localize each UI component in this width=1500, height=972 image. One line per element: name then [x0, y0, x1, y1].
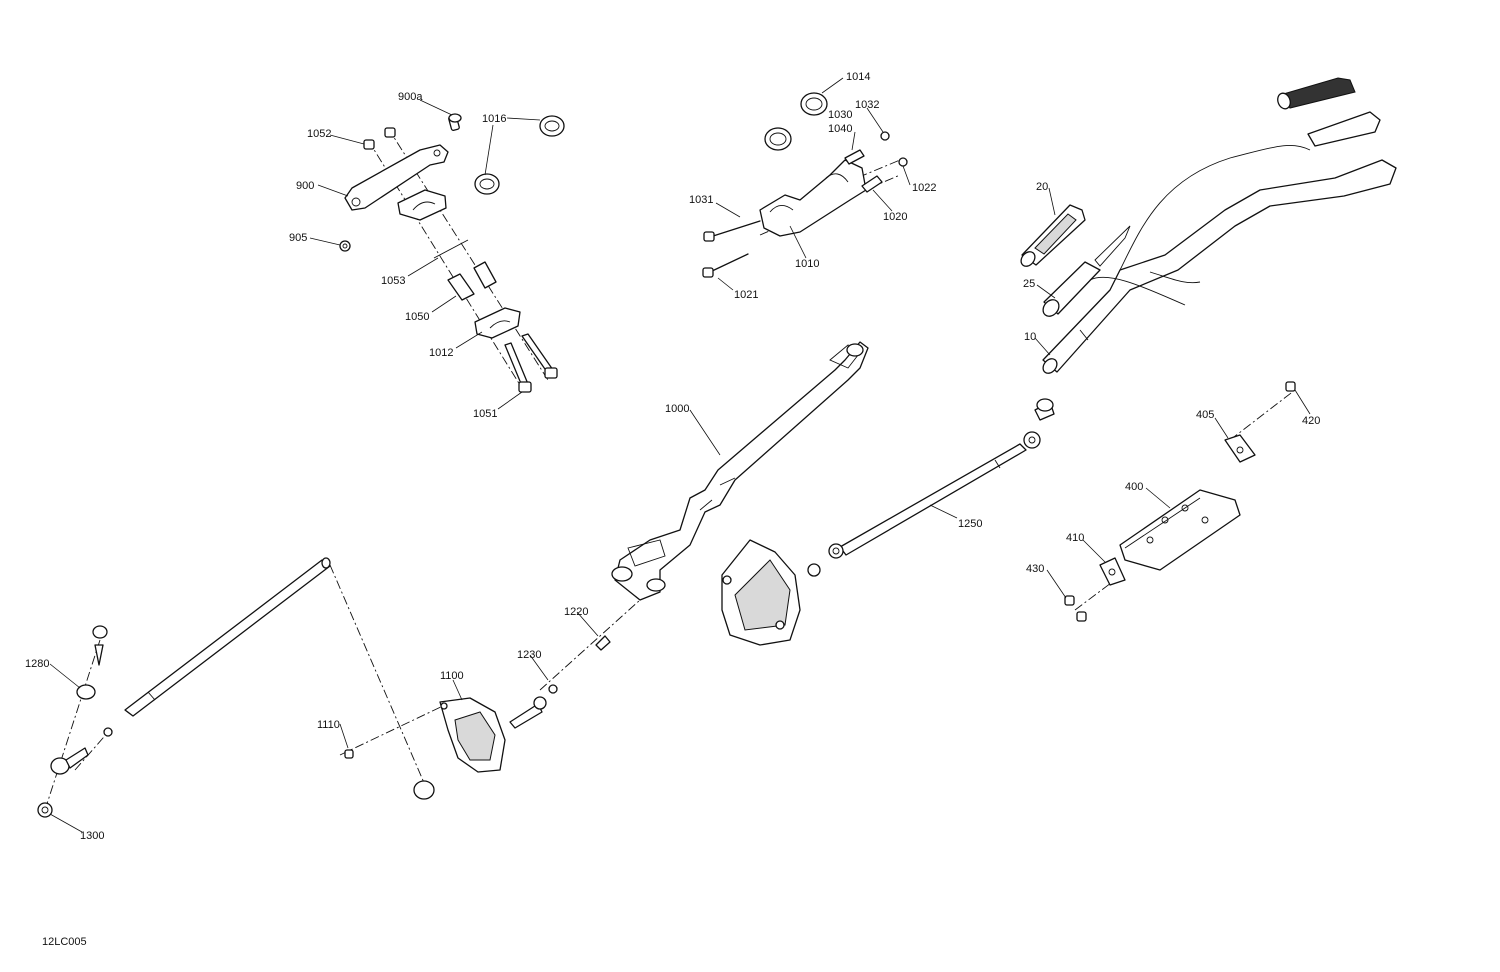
callout-1280: 1280: [25, 658, 49, 670]
drawing-number: 12LC005: [42, 936, 87, 948]
nut-1300: [37, 802, 53, 818]
upper-bracket-assembly: [339, 113, 565, 393]
callout-1022: 1022: [912, 182, 936, 194]
bolt-1031: [703, 220, 761, 242]
callout-1021: 1021: [734, 289, 758, 301]
linkage-400: [1064, 381, 1296, 622]
pivot-bearing-assembly: [702, 92, 908, 278]
handlebar-assembly: [1020, 77, 1397, 374]
pin-1220: [595, 635, 611, 651]
leader-lines: [49, 77, 1311, 833]
callout-25: 25: [1023, 278, 1035, 290]
grip-20: [1020, 204, 1086, 267]
lower-column-assembly: [37, 557, 641, 818]
nut-1052: [363, 127, 396, 150]
callout-900: 900: [296, 180, 314, 192]
callout-430: 430: [1026, 563, 1044, 575]
clevis-405: [1224, 434, 1256, 463]
callout-1230: 1230: [517, 649, 541, 661]
bushing-1050: [447, 261, 497, 301]
callout-1040: 1040: [828, 123, 852, 135]
tie-rod-1250: [807, 398, 1055, 577]
callout-410: 410: [1066, 532, 1084, 544]
rod-end-1230: [509, 684, 558, 729]
callout-20: 20: [1036, 181, 1048, 193]
steering-column-1000: [611, 341, 869, 601]
bolt-900a: [448, 113, 462, 131]
callout-1030: 1030: [828, 109, 852, 121]
lower-clamp-1012: [474, 307, 521, 339]
washer-1280: [76, 684, 96, 700]
callout-1031: 1031: [689, 194, 713, 206]
callout-1100: 1100: [440, 670, 464, 682]
seal-1016: [474, 115, 565, 195]
bracket-plate-900: [344, 144, 449, 211]
ring-1014: [764, 92, 828, 151]
clevis-410: [1099, 557, 1126, 586]
lower-shaft: [124, 559, 331, 717]
callout-900a: 900a: [398, 91, 423, 103]
pin-1020: [861, 175, 883, 193]
callout-labels: 900a 1016 1052 900 905 1053 1050 1012 10…: [25, 71, 1320, 948]
callout-1014: 1014: [846, 71, 870, 83]
callout-1051: 1051: [473, 408, 497, 420]
callout-1052: 1052: [307, 128, 331, 140]
bushing: [413, 780, 435, 800]
bolt-1280: [92, 625, 108, 666]
pivot-housing-1010: [759, 159, 867, 237]
callout-1110: 1110: [317, 719, 340, 731]
callout-1016: 1016: [482, 113, 506, 125]
callout-1050: 1050: [405, 311, 429, 323]
grip-sleeve-25: [1042, 261, 1101, 317]
bolt-430: [1064, 595, 1087, 622]
callout-1053: 1053: [381, 275, 405, 287]
gear-housing-upper: [721, 539, 801, 646]
callout-420: 420: [1302, 415, 1320, 427]
bolt-1021: [702, 253, 749, 278]
rod-end: [50, 727, 113, 775]
pin-1030: [844, 149, 865, 165]
upper-clamp: [397, 189, 447, 221]
callout-1012: 1012: [429, 347, 453, 359]
throttle-cable: [1119, 144, 1311, 271]
callout-1020: 1020: [883, 211, 907, 223]
callout-905: 905: [289, 232, 307, 244]
callout-10: 10: [1024, 331, 1036, 343]
callout-405: 405: [1196, 409, 1214, 421]
handlebar-10: [1042, 159, 1397, 373]
nut-1032: [880, 131, 890, 141]
nut-905: [339, 240, 351, 252]
spring-clip-1053: [433, 239, 469, 259]
bolt-420: [1285, 381, 1296, 392]
nut-1022: [898, 157, 908, 167]
callout-1010: 1010: [795, 258, 819, 270]
callout-1250: 1250: [958, 518, 982, 530]
screw-1110: [344, 749, 354, 759]
callout-1000: 1000: [665, 403, 689, 415]
callout-1300: 1300: [80, 830, 104, 842]
callout-400: 400: [1125, 481, 1143, 493]
right-grip: [1277, 77, 1381, 147]
callout-1220: 1220: [564, 606, 588, 618]
callout-1032: 1032: [855, 99, 879, 111]
bolts-1051: [504, 333, 558, 393]
